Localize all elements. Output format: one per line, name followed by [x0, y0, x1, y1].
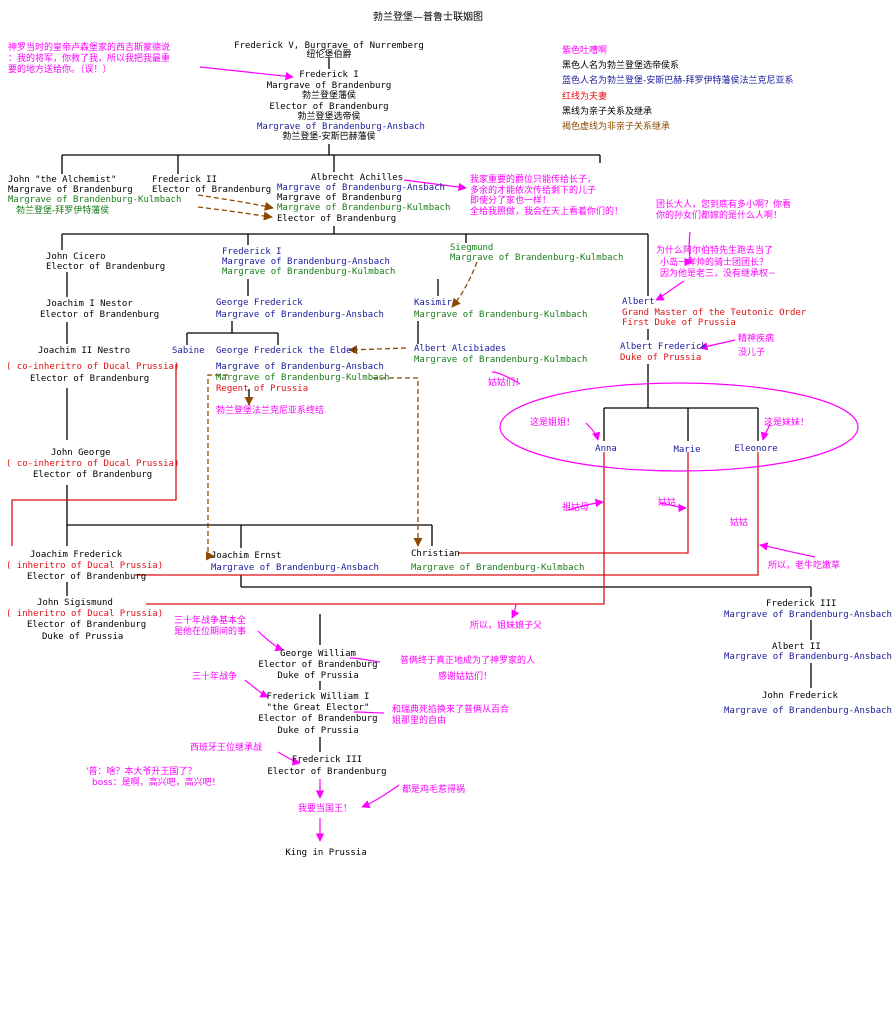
comment-elder-sister: 这是姐姐！	[530, 418, 576, 428]
person-king-in-prussia: King in Prussia	[285, 848, 367, 858]
comment-aunties: 姑姑们！	[488, 378, 525, 388]
person-anna: Anna	[595, 444, 617, 454]
comment-aunt-eleonore: 姑姑	[730, 518, 749, 528]
comment-mental: 精神疾病	[738, 334, 775, 344]
comment-old-cow: 所以，老牛吃嫩草	[768, 561, 841, 571]
page-title: 勃兰登堡—普鲁士联姻图	[373, 12, 483, 23]
legend-black-lines: 黑线为亲子关系及继承	[562, 107, 653, 117]
person-marie: Marie	[673, 445, 701, 455]
comment-no-son: 没儿子	[738, 348, 766, 358]
comment-aunt-marie: 姑姑	[658, 498, 677, 508]
legend-brown-lines: 褐色虚线为非亲子关系继承	[562, 122, 671, 132]
comment-younger-sister: 这是妹妹！	[764, 418, 810, 428]
comment-grand-aunt: 祖姑母	[562, 503, 590, 513]
legend-red-lines: 红线为夫妻	[562, 92, 608, 102]
comment-brother-in-law: 所以，姐妹娘子父	[470, 621, 543, 631]
comment-thirty-years-2: 三十年战争	[192, 672, 238, 682]
legend-blue-names: 蓝色人名为勃兰登堡-安斯巴赫-拜罗伊特藩侯法兰克尼亚系	[562, 76, 794, 86]
comment-want-king: 我要当国王！	[298, 804, 353, 814]
legend-purple: 紫色吐嘈啊	[562, 46, 608, 56]
person-eleonore: Eleonore	[734, 444, 778, 454]
comment-spanish: 西班牙王位继承战	[190, 743, 263, 753]
comment-feathers: 都是鸡毛惹得祸	[402, 785, 466, 795]
person-sabine: Sabine	[172, 346, 205, 356]
legend-black-names: 黑色人名为勃兰登堡选帝侯系	[562, 61, 680, 71]
